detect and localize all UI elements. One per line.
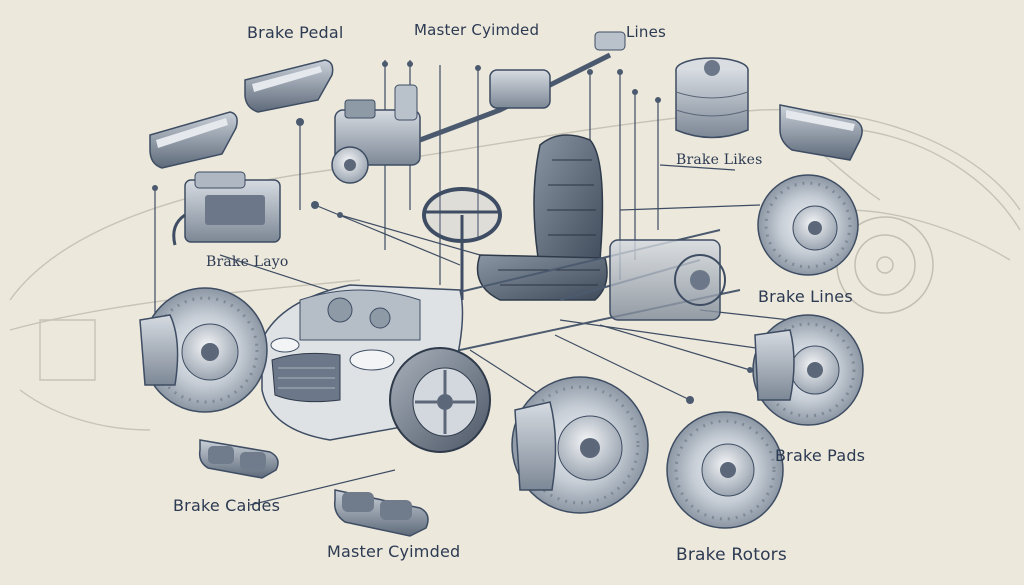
brake-caliper-left xyxy=(172,171,281,246)
brake-booster xyxy=(675,57,749,139)
brake-pad-top-right xyxy=(779,104,863,161)
label-brake-caides: Brake Caides xyxy=(173,496,281,515)
label-master-cylinder-bottom: Master Cyimded xyxy=(327,542,461,561)
label-brake-pads: Brake Pads xyxy=(775,446,866,465)
label-brake-lines-right: Brake Lines xyxy=(758,287,853,306)
label-lines-top: Lines xyxy=(626,23,667,41)
master-cylinder-assembly xyxy=(331,31,626,184)
background-car-outline xyxy=(9,108,1021,431)
brake-rotor-left xyxy=(139,287,268,413)
steering-wheel xyxy=(422,187,502,300)
brake-pads-bottom-left xyxy=(198,439,279,479)
brake-rotor-bottom-right xyxy=(666,411,784,529)
brake-pad-top-left-1 xyxy=(244,59,334,113)
label-brake-rotors: Brake Rotors xyxy=(676,545,787,565)
brake-rotor-right-upper xyxy=(757,174,859,276)
brake-rotor-bottom-center xyxy=(511,376,649,514)
label-brake-pedal: Brake Pedal xyxy=(247,23,344,42)
brake-pad-top-left-2 xyxy=(149,111,238,169)
rear-axle-assembly xyxy=(609,239,726,321)
front-wheel xyxy=(389,347,491,453)
brake-pads-bottom-center xyxy=(333,489,429,537)
label-brake-layo: Brake Layo xyxy=(206,254,289,270)
label-brake-likes: Brake Likes xyxy=(676,152,763,168)
brake-rotor-right-middle xyxy=(752,314,864,426)
leader-dots xyxy=(152,61,773,404)
driver-seat xyxy=(476,134,608,301)
label-master-cylinder-top: Master Cyimded xyxy=(414,21,540,39)
